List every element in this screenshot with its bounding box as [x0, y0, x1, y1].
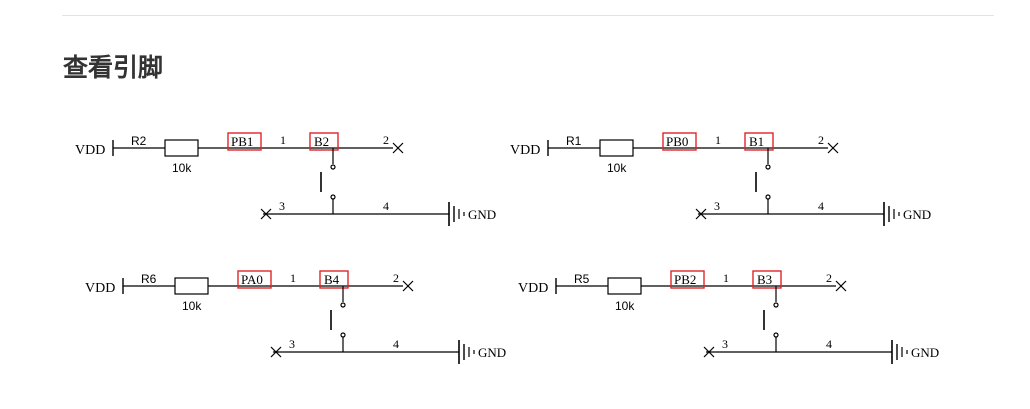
pin-label: PB0: [666, 134, 688, 149]
terminal-1: 1: [290, 271, 296, 285]
resistor-value: 10k: [607, 161, 627, 175]
switch-contact-bottom: [773, 332, 779, 338]
resistor-ref: R5: [574, 272, 590, 286]
resistor-value: 10k: [182, 299, 202, 313]
top-divider: [62, 15, 994, 16]
switch-highlight-box: [752, 270, 782, 289]
no-connect-mark-2: [835, 280, 847, 292]
switch-contact-top: [765, 164, 771, 170]
resistor-value: 10k: [172, 161, 192, 175]
resistor-body: [599, 139, 634, 157]
switch-contact-top: [340, 302, 346, 308]
terminal-1: 1: [715, 133, 721, 147]
resistor-ref: R1: [566, 134, 582, 148]
terminal-4: 4: [383, 199, 389, 213]
no-connect-mark-2: [392, 142, 404, 154]
terminal-2: 2: [826, 271, 832, 285]
terminal-3: 3: [289, 337, 295, 351]
pin-highlight-box: [670, 270, 705, 289]
no-connect-mark-3: [270, 346, 282, 358]
no-connect-mark-3: [695, 208, 707, 220]
no-connect-mark-2: [402, 280, 414, 292]
switch-contact-bottom: [765, 194, 771, 200]
terminal-4: 4: [393, 337, 399, 351]
no-connect-mark-2: [827, 142, 839, 154]
terminal-1: 1: [723, 271, 729, 285]
terminal-4: 4: [826, 337, 832, 351]
terminal-4: 4: [818, 199, 824, 213]
switch-label: B4: [324, 272, 340, 287]
switch-contact-top: [773, 302, 779, 308]
terminal-2: 2: [818, 133, 824, 147]
switch-highlight-box: [309, 132, 339, 151]
switch-contact-bottom: [330, 194, 336, 200]
page-heading: 查看引脚: [63, 53, 164, 82]
switch-highlight-box: [319, 270, 349, 289]
pin-label: PB1: [231, 134, 253, 149]
terminal-2: 2: [393, 271, 399, 285]
switch-contact-top: [330, 164, 336, 170]
pin-highlight-box: [662, 132, 697, 151]
switch-contact-bottom: [340, 332, 346, 338]
resistor-body: [174, 277, 209, 295]
switch-label: B3: [757, 272, 772, 287]
gnd-label: GND: [468, 207, 496, 222]
no-connect-mark-3: [260, 208, 272, 220]
resistor-body: [607, 277, 642, 295]
switch-highlight-box: [744, 132, 774, 151]
pin-highlight-box: [227, 132, 262, 151]
gnd-label: GND: [478, 345, 506, 360]
switch-label: B2: [314, 134, 329, 149]
vdd-label: VDD: [510, 143, 540, 158]
resistor-ref: R6: [141, 272, 157, 286]
vdd-label: VDD: [518, 281, 548, 296]
resistor-value: 10k: [615, 299, 635, 313]
terminal-1: 1: [280, 133, 286, 147]
pin-label: PB2: [674, 272, 696, 287]
terminal-2: 2: [383, 133, 389, 147]
no-connect-mark-3: [703, 346, 715, 358]
vdd-label: VDD: [85, 281, 115, 296]
terminal-3: 3: [279, 199, 285, 213]
pin-highlight-box: [237, 270, 272, 289]
gnd-label: GND: [911, 345, 939, 360]
terminal-3: 3: [714, 199, 720, 213]
gnd-label: GND: [903, 207, 931, 222]
resistor-ref: R2: [131, 134, 147, 148]
pin-label: PA0: [241, 272, 263, 287]
vdd-label: VDD: [75, 143, 105, 158]
terminal-3: 3: [722, 337, 728, 351]
switch-label: B1: [749, 134, 764, 149]
resistor-body: [164, 139, 199, 157]
